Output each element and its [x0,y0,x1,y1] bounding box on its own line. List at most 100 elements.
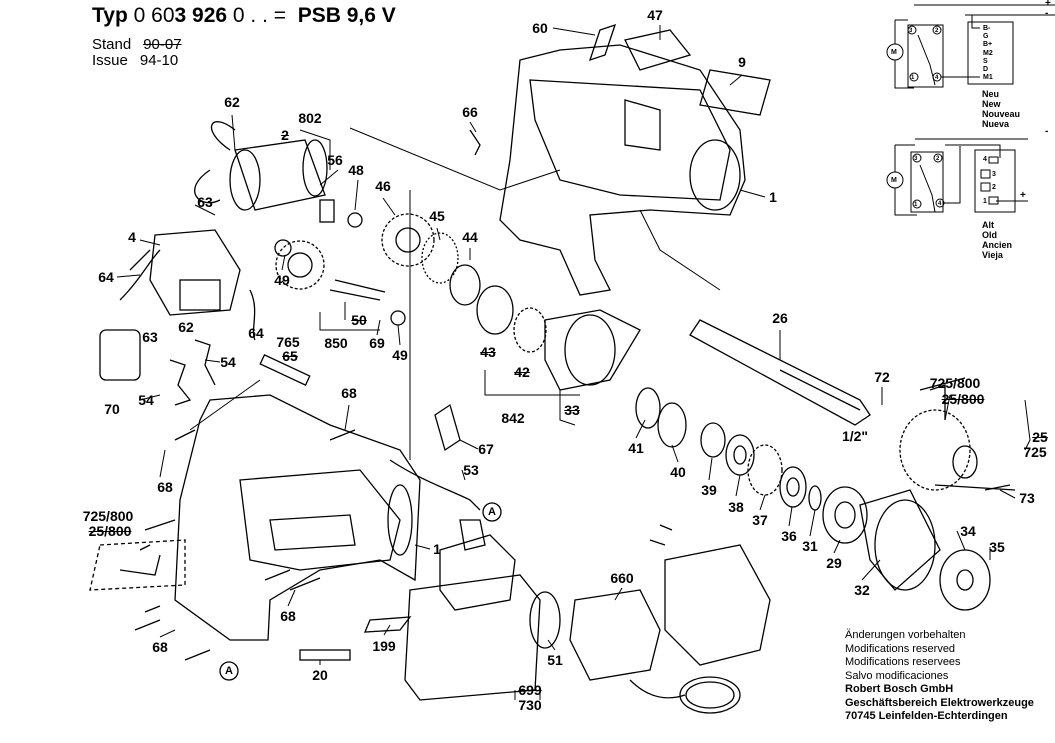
model-name: PSB 9,6 V [297,4,396,27]
ref-circle-a [482,502,502,522]
part-callout: 64 [98,269,114,285]
chuck [899,377,1016,491]
terminal: 1 [983,198,987,205]
part-callout: 802 [298,110,322,126]
plus-label: + [1045,0,1051,9]
part-callout: 730 [518,697,542,713]
part-callout: 62 [224,94,240,110]
spring-clip [169,359,192,406]
legend-line: Ancien [982,240,1013,250]
part-callout: 32 [854,582,870,598]
battery-pack [404,519,541,701]
motor-label: M [891,177,897,184]
part-callout: 53 [463,462,479,478]
part-callout: 56 [327,152,343,168]
part-callout: 1 [769,189,777,205]
minus-label: - [1045,8,1049,19]
charger [569,524,771,714]
screws [134,429,1011,661]
part-callout: 42 [514,364,530,380]
part-callout: 47 [647,7,663,23]
part-callout: 25/800 [941,391,985,407]
clip-66 [469,129,481,156]
cover-strip [259,354,311,386]
part-callout: 39 [701,482,717,498]
terminal: 2 [992,184,996,191]
wiring-diagram-new [886,4,1055,89]
switch-pin: 4 [935,75,939,81]
part-callout: 66 [462,104,478,120]
revision-info: Stand 90-07 Issue 94-10 [92,37,182,69]
diagram-title: Typ 0 603 926 0 . . = PSB 9,6 V [92,4,396,28]
chuck-key [119,544,161,576]
legend-line: Nueva [982,119,1010,129]
issue-value: 94-10 [139,52,179,69]
part-callout: 20 [312,667,328,683]
part-callout: 65 [282,348,298,364]
battery-cap [529,591,561,649]
company-name: Robert Bosch GmbH [845,683,954,695]
part-callout: 40 [670,464,686,480]
stand-label: Stand [92,36,132,53]
motor [194,121,335,223]
part-callout: A [225,665,233,677]
issue-label: Issue [92,52,128,69]
part-callout: 43 [480,344,496,360]
part-callout: 29 [826,555,842,571]
note-line: Änderungen vorbehalten [845,629,966,641]
switch-pin: 2 [936,156,940,162]
stand-value: 90-07 [143,36,182,53]
spindle [689,319,871,426]
part-callout: 49 [392,347,408,363]
part-callout: 4 [128,229,136,245]
part-callout: 68 [157,479,173,495]
company-division: Geschäftsbereich Elektrowerkzeuge [845,696,1034,709]
legend-line: Nouveau [982,109,1021,119]
label-9 [699,69,771,116]
gears [274,212,641,391]
terminal: M2 [983,49,993,57]
part-callout: 2 [281,127,289,143]
note-line: Modifications reservees [845,656,961,668]
part-callout: 699 [518,682,542,698]
legend-line: Vieja [982,250,1003,260]
plate-199 [364,616,412,633]
footer-notes: Änderungen vorbehalten Modifications res… [845,629,1034,724]
part-callout: 73 [1019,490,1035,506]
part-callout: 68 [280,608,296,624]
minus-label: - [1045,126,1049,137]
part-callout: 63 [197,194,213,210]
part-number-suffix: 0 . . = [232,4,287,27]
company-address: 70745 Leinfelden-Echterdingen [845,710,1008,722]
terminal: B- [983,25,991,32]
washers [635,387,991,611]
part-callout: 725/800 [82,508,134,524]
part-callout: 44 [462,229,478,245]
switch-pin: 1 [914,202,918,208]
legend-line: Alt [982,220,994,230]
switch-pin: 3 [909,28,913,34]
part-callout: 46 [375,178,391,194]
part-callout: 63 [142,329,158,345]
legend-line: Old [982,230,997,240]
part-callout: 37 [752,512,768,528]
terminal: B+ [983,41,993,49]
motor-label: M [891,49,897,56]
part-number-prefix: 0 60 [133,4,175,27]
part-callout: 51 [547,652,563,668]
cover-47 [624,29,692,71]
housing-half-right [499,44,746,296]
part-callout: 60 [532,20,548,36]
terminal: M1 [983,74,993,82]
typ-label: Typ [92,4,128,27]
part-callout: 199 [372,638,396,654]
part-callout: 31 [802,538,818,554]
terminal: S [983,57,988,65]
lever-67 [434,403,461,452]
legend-old: Alt Old Ancien Vieja [982,220,1012,260]
part-callout: 54 [138,392,154,408]
part-callout: 660 [610,570,634,586]
wiring-diagram-old [886,138,1028,216]
part-callout: 33 [564,402,580,418]
